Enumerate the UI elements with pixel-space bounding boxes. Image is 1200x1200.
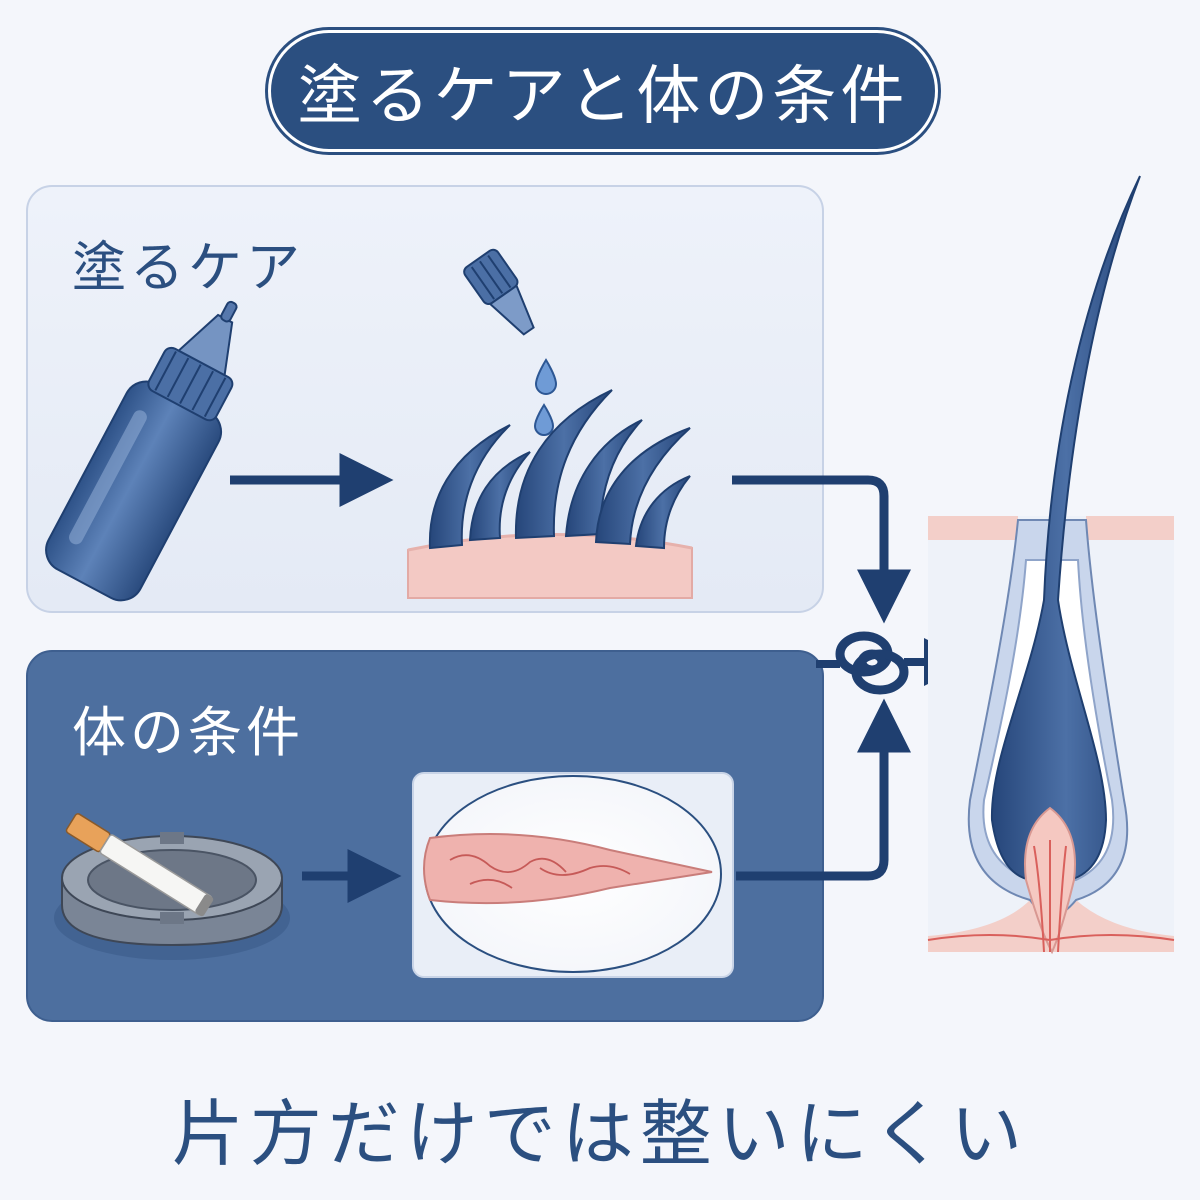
droplet-icon	[534, 358, 558, 395]
knot-icon	[835, 631, 909, 695]
conclusion-text: 片方だけでは整いにくい	[171, 1092, 1029, 1176]
dropper-icon	[463, 248, 535, 336]
hair-follicle-icon	[927, 175, 1175, 955]
hair-scalp-icon	[407, 389, 693, 599]
topical-care-label: 塗るケア	[72, 236, 304, 299]
title-pill: 塗るケアと体の条件	[268, 30, 938, 152]
topical-care-panel: 塗るケア	[26, 185, 824, 613]
blood-vessel-icon	[423, 775, 722, 973]
bottle-icon	[45, 300, 238, 602]
cigarette-icon	[65, 813, 214, 917]
droplet-icon	[533, 403, 555, 436]
body-condition-label: 体の条件	[72, 701, 304, 764]
connector-top	[732, 475, 911, 624]
page-title: 塗るケアと体の条件	[297, 60, 909, 134]
ashtray-icon	[54, 832, 290, 960]
connector-bottom	[736, 698, 911, 881]
